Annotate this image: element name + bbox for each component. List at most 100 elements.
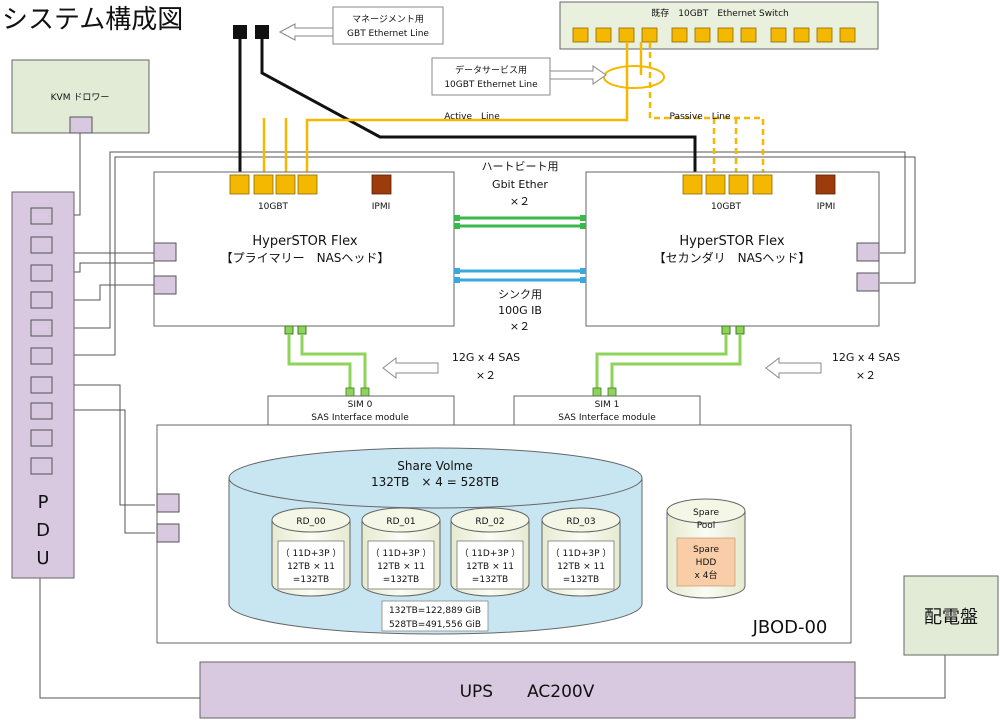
kvm-port (69, 116, 93, 134)
svg-text:Spare: Spare (693, 508, 719, 518)
port-label: 10GBT (258, 202, 289, 212)
primary-head-role: 【プライマリー NASヘッド】 (221, 251, 390, 265)
svg-text:データサービス用: データサービス用 (455, 64, 527, 76)
svg-text:12G x 4 SAS: 12G x 4 SAS (832, 351, 900, 364)
svg-text:x 4台: x 4台 (695, 569, 718, 581)
distribution-board: 配電盤 (903, 575, 999, 656)
svg-text:12TB × 11: 12TB × 11 (377, 562, 425, 572)
raid-group: RD_03 （ 11D+3P ） 12TB × 11 =132TB (541, 507, 621, 597)
svg-text:=132TB: =132TB (563, 575, 599, 585)
ups: UPS AC200V (199, 661, 856, 719)
svg-text:RD_02: RD_02 (475, 517, 504, 527)
svg-text:Pool: Pool (697, 521, 716, 531)
svg-text:SAS Interface module: SAS Interface module (558, 413, 656, 423)
data-callout: データサービス用 10GBT Ethernet Line (431, 57, 607, 96)
mgmt-callout: マネージメント用 GBT Ethernet Line (278, 6, 444, 45)
svg-text:12TB × 11: 12TB × 11 (557, 562, 605, 572)
share-volume-title: Share Volme (397, 459, 472, 473)
secondary-head-name: HyperSTOR Flex (679, 234, 785, 249)
ipmi-port (815, 174, 836, 195)
heartbeat-label: ×２ (510, 195, 530, 208)
secondary-nas-head: 10GBT IPMI HyperSTOR Flex 【セカンダリ NASヘッド】 (585, 171, 880, 335)
sas-arrow-right: 12G x 4 SAS ×２ (765, 351, 900, 382)
svg-text:10GBT Ethernet Line: 10GBT Ethernet Line (444, 80, 538, 90)
sim1-module (513, 395, 701, 426)
psu-port (156, 523, 180, 543)
svg-text:×２: ×２ (476, 369, 496, 382)
link-aggregation-ring (603, 65, 665, 89)
svg-text:RD_00: RD_00 (296, 517, 325, 527)
switch-label: 既存 10GBT Ethernet Switch (651, 7, 788, 19)
heartbeat-links (454, 215, 586, 229)
svg-text:=132TB: =132TB (472, 575, 508, 585)
passive-line-label: Passive Line (669, 112, 730, 122)
diagram-title: システム構成図 (2, 5, 183, 35)
ethernet-switch: 既存 10GBT Ethernet Switch (559, 1, 879, 50)
psu-port (856, 272, 880, 292)
svg-text:Spare: Spare (693, 545, 719, 555)
sync-links (454, 268, 586, 283)
pdu: P D U (11, 191, 75, 579)
port-label: 10GBT (711, 202, 742, 212)
svg-text:RD_01: RD_01 (386, 517, 415, 527)
svg-text:配電盤: 配電盤 (924, 607, 978, 628)
passive-data-lines (648, 42, 765, 178)
jbod-label: JBOD-00 (752, 617, 828, 638)
active-data-lines (262, 42, 643, 178)
svg-text:（ 11D+3P ）: （ 11D+3P ） (460, 548, 521, 559)
ipmi-port (371, 174, 392, 195)
svg-text:528TB=491,556 GiB: 528TB=491,556 GiB (389, 620, 481, 630)
sas-arrow-left: 12G x 4 SAS ×２ (382, 351, 520, 382)
svg-text:（ 11D+3P ）: （ 11D+3P ） (551, 548, 612, 559)
share-volume-capacity: 132TB × 4 = 528TB (371, 475, 499, 489)
heartbeat-label: ハートビート用 (482, 160, 559, 173)
sas-cables (287, 334, 742, 391)
psu-port (153, 242, 177, 262)
sim0-module (267, 395, 455, 426)
psu-port (153, 275, 177, 295)
svg-text:SIM 1: SIM 1 (595, 400, 620, 410)
kvm-drawer: KVM ドロワー (11, 59, 150, 134)
svg-text:マネージメント用: マネージメント用 (352, 14, 424, 25)
ups-label: UPS AC200V (460, 682, 595, 702)
capacity-note: 132TB=122,889 GiB 528TB=491,556 GiB (381, 600, 489, 632)
svg-text:×２: ×２ (856, 369, 876, 382)
active-line-label: Active Line (444, 112, 500, 122)
svg-text:HDD: HDD (696, 558, 717, 568)
svg-text:SAS Interface module: SAS Interface module (311, 413, 409, 423)
raid-group: RD_02 （ 11D+3P ） 12TB × 11 =132TB (450, 507, 530, 597)
svg-text:12TB × 11: 12TB × 11 (287, 562, 335, 572)
psu-port (156, 493, 180, 513)
psu-port (856, 242, 880, 262)
raid-group: RD_00 （ 11D+3P ） 12TB × 11 =132TB (271, 507, 351, 597)
svg-text:132TB=122,889 GiB: 132TB=122,889 GiB (389, 606, 481, 616)
mgmt-connector (233, 25, 247, 39)
svg-text:RD_03: RD_03 (566, 517, 595, 527)
svg-text:=132TB: =132TB (383, 575, 419, 585)
pdu-letter: D (36, 520, 50, 541)
mgmt-connector (255, 25, 269, 39)
sync-label: シンク用 (498, 288, 542, 301)
spare-hdd (676, 537, 736, 587)
ipmi-label: IPMI (817, 202, 836, 212)
kvm-label: KVM ドロワー (51, 93, 110, 103)
secondary-head-role: 【セカンダリ NASヘッド】 (654, 250, 811, 265)
primary-head-name: HyperSTOR Flex (252, 234, 358, 249)
sync-label: 100G IB (498, 304, 542, 317)
sync-label: ×２ (510, 320, 530, 333)
power-wiring (39, 133, 946, 699)
ipmi-label: IPMI (372, 202, 391, 212)
svg-text:（ 11D+3P ）: （ 11D+3P ） (371, 548, 432, 559)
raid-group: RD_01 （ 11D+3P ） 12TB × 11 =132TB (361, 507, 441, 597)
heartbeat-label: Gbit Ether (492, 178, 548, 191)
pdu-letter: P (38, 492, 49, 513)
pdu-letter: U (36, 548, 49, 569)
svg-text:SIM 0: SIM 0 (348, 400, 373, 410)
svg-text:12G x 4 SAS: 12G x 4 SAS (452, 351, 520, 364)
spare-pool: Spare Pool Spare HDD x 4台 (666, 498, 746, 599)
svg-text:GBT Ethernet Line: GBT Ethernet Line (347, 29, 429, 39)
primary-nas-head: 10GBT IPMI HyperSTOR Flex 【プライマリー NASヘッド… (153, 171, 455, 335)
management-lines (238, 38, 697, 178)
svg-text:=132TB: =132TB (293, 575, 329, 585)
svg-text:（ 11D+3P ）: （ 11D+3P ） (281, 548, 342, 559)
